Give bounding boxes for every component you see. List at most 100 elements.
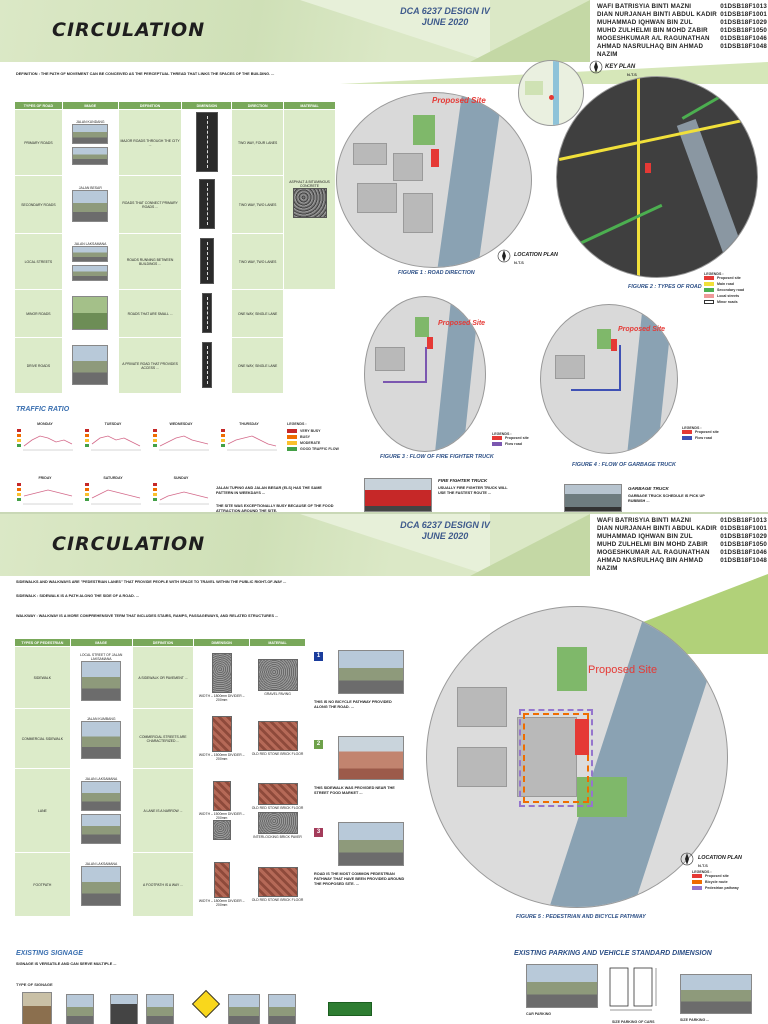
direction-cell: TWO WAY, TWO LANES — [231, 175, 285, 234]
image-caption: JALAN LAKSAMANA — [74, 241, 107, 246]
signage-heading: EXISTING SIGNAGE — [16, 950, 83, 957]
chart-title: TUESDAY — [104, 422, 122, 426]
street-name-sign-icon — [328, 1002, 372, 1016]
dimension-cell: WIDTH – 1800mm DIVIDER – 200mm — [193, 852, 251, 917]
header-decor — [470, 514, 590, 576]
dimension-cell: WIDTH – 1500mm DIVIDER – 200mm — [193, 768, 251, 853]
traffic-chart: THURSDAY — [220, 422, 278, 456]
legend-label: Minor roads — [717, 300, 738, 304]
chart-title: WEDNESDAY — [169, 422, 193, 426]
member-name: MUHD ZULHELMI BIN MOHD ZABIR — [597, 27, 708, 34]
proposed-site-marker — [611, 339, 617, 351]
river — [676, 119, 757, 277]
bicycle-route — [523, 713, 589, 803]
header-decor — [300, 0, 490, 62]
road-type-cell: LOCAL STREETS — [14, 233, 63, 290]
course-title: DCA 6237 DESIGN IV JUNE 2020 — [385, 6, 505, 28]
fire-truck-photo — [364, 478, 432, 512]
traffic-line — [91, 435, 141, 447]
traffic-line — [227, 435, 277, 447]
garbage-route-line — [619, 345, 621, 391]
dimension-text: WIDTH – 1500mm DIVIDER – 200mm — [198, 811, 245, 820]
secondary-road-line — [561, 203, 663, 254]
traffic-note: JALAN TUPING AND JALAN BESAR (ELS) HAS T… — [216, 486, 322, 495]
lane-photo — [81, 780, 122, 811]
road-section-diagram — [199, 238, 214, 284]
traffic-chart: FRIDAY — [16, 476, 74, 510]
park-area — [577, 777, 627, 817]
building-block — [457, 747, 507, 787]
park-area — [597, 329, 611, 349]
legend-label: Proposed site — [695, 430, 719, 434]
definition-cell: A SIDEWALK OR PAVEMENT ... — [131, 646, 195, 709]
level-swatch — [17, 498, 21, 501]
traffic-line — [159, 491, 209, 501]
building-block — [375, 347, 405, 371]
level-swatch — [17, 439, 21, 442]
road-types-table: TYPES OF ROAD IMAGE DEFINITION DIMENSION… — [14, 101, 336, 394]
note-text: THIS IS NO BICYCLE PATHWAY PROVIDED ALON… — [314, 700, 392, 709]
definition-cell: ROADS THAT ARE SMALL ... — [117, 289, 183, 338]
legend-heading: LEGENDS : — [692, 870, 712, 874]
member-name: WAFI BATRISYIA BINTI MAZNI — [597, 517, 692, 524]
level-swatch — [85, 493, 89, 496]
member-id: 01DSB18F1046 — [720, 549, 767, 556]
level-swatch — [17, 483, 21, 486]
proposed-site-marker — [575, 719, 589, 755]
member-id: 01DSB18F1048 — [720, 557, 767, 564]
key-plan-scale: N.T.S — [627, 72, 637, 77]
direction-cell: ONE WAY, SINGLE LANE — [231, 289, 285, 338]
header-decor — [470, 0, 590, 62]
page-title: CIRCULATION — [52, 533, 206, 555]
image-caption: JALAN KUMBANG — [86, 717, 116, 721]
legend-swatch — [287, 429, 297, 433]
warning-sign-icon — [191, 989, 221, 1019]
road-section-diagram — [198, 179, 215, 229]
note-number-badge: 2 — [314, 740, 323, 749]
traffic-note: THE SITE WAS EXCEPTIONALLY BUSY BECAUSE … — [216, 504, 334, 512]
location-plan-label: LOCATION PLAN — [514, 252, 558, 258]
image-cell: LOCAL STREET OF JALAN LAKSAMANA — [69, 646, 133, 709]
road-type-cell: DRIVE ROADS — [14, 337, 63, 394]
member-id: 01DSB18F1001 — [720, 11, 767, 18]
dimension-cell — [181, 109, 233, 176]
column-header: MATERIAL — [249, 638, 306, 647]
definition-cell: ROADS THAT CONNECT PRIMARY ROADS ... — [117, 175, 183, 234]
legend-swatch — [692, 880, 702, 884]
chart-plot — [17, 429, 73, 451]
legend-swatch — [692, 874, 702, 878]
legend-swatch — [492, 442, 502, 446]
signage-photo — [110, 994, 138, 1024]
proposed-site-marker — [645, 163, 651, 173]
dimension-cell — [181, 233, 233, 290]
note-text: THIS SIDEWALK WAS PROVIDED NEAR THE STRE… — [314, 786, 395, 795]
main-road-line — [558, 116, 757, 161]
table-header-row: TYPES OF PEDESTRIAN IMAGE DEFINITION DIM… — [14, 638, 306, 647]
traffic-chart: TUESDAY — [84, 422, 142, 456]
legend-item: Local streets — [704, 294, 744, 298]
paving-diagram — [211, 653, 232, 693]
traffic-chart: SATURDAY — [84, 476, 142, 510]
legend-label: MODERATE — [300, 441, 321, 445]
definition-cell: MAJOR ROADS THROUGH THE CITY ... — [117, 109, 183, 176]
level-swatch — [85, 444, 89, 447]
material-text: GRAVEL PAVING — [264, 692, 291, 696]
legend-swatch — [492, 436, 502, 440]
legend-item: MODERATE — [287, 441, 339, 445]
fire-truck-flow-map — [364, 296, 486, 452]
legend-swatch — [287, 441, 297, 445]
member-name: AHMAD NASRULHAQ BIN AHMAD NAZIM — [597, 557, 704, 572]
definition-cell: ROADS RUNNING BETWEEN BUILDINGS ... — [117, 233, 183, 290]
road-direction-map — [336, 92, 532, 268]
dimension-text: WIDTH – 1800mm DIVIDER – 200mm — [198, 694, 245, 702]
footpath-photo — [81, 866, 122, 906]
legend-item: Proposed site — [492, 436, 529, 440]
garbage-truck-title: GARBAGE TRUCK — [628, 486, 669, 491]
legend-item: Proposed site — [704, 276, 744, 280]
lane-photo — [81, 813, 122, 844]
chart-plot — [153, 429, 209, 451]
traffic-ratio-heading: TRAFFIC RATIO — [16, 406, 70, 413]
